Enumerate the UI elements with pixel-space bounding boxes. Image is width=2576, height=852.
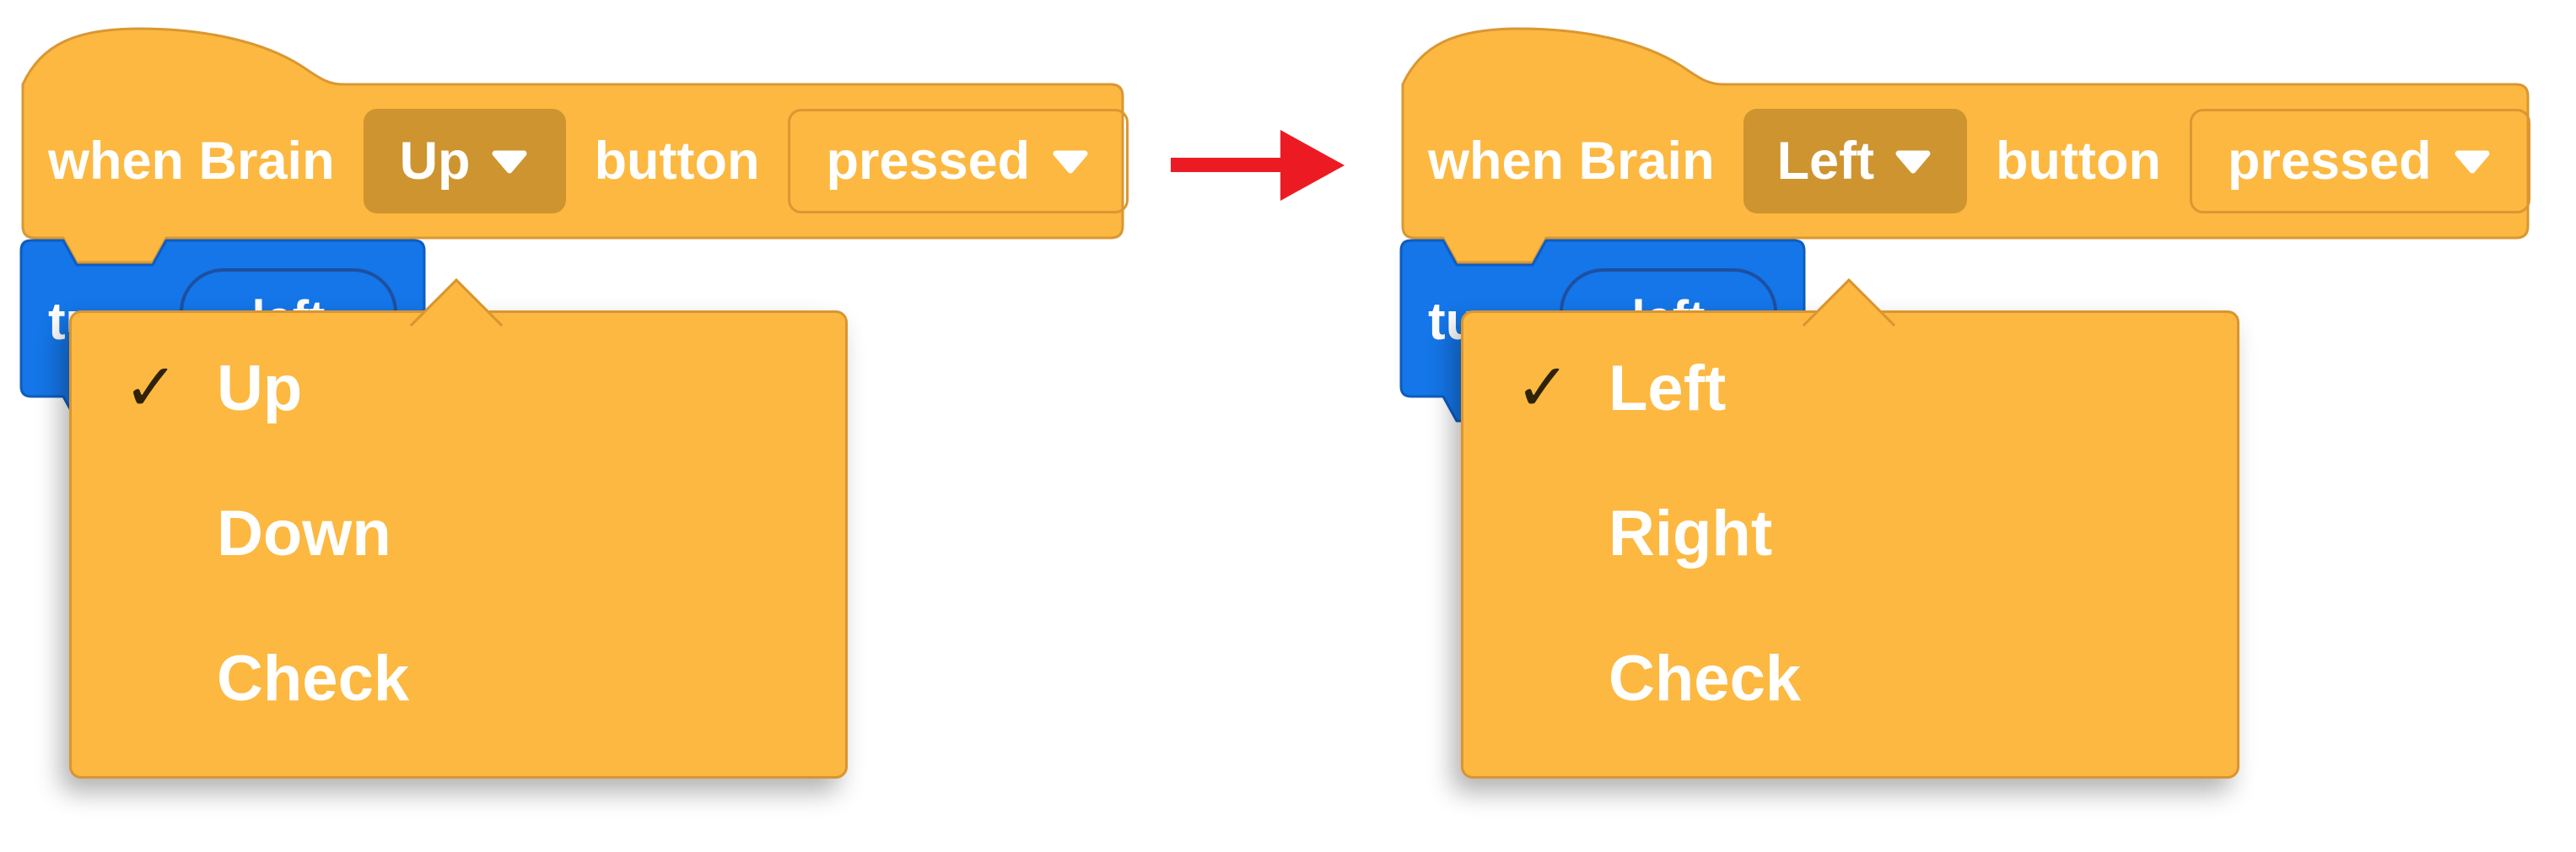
brain-button-dropdown-value: Up [399,132,471,191]
brain-button-dropdown-value: Left [1776,132,1875,191]
button-dropdown-menu: ✓ Up Down Check [69,310,848,779]
checkmark-icon: ✓ [123,350,179,426]
menu-item-check[interactable]: Check [217,642,410,714]
button-state-dropdown-value: pressed [826,132,1031,191]
button-state-dropdown[interactable]: pressed [788,109,1129,213]
button-state-dropdown[interactable]: pressed [2189,109,2530,213]
when-brain-label: when Brain [1428,132,1715,191]
menu-item-up[interactable]: ✓ Up [72,337,845,439]
when-brain-label: when Brain [48,132,335,191]
button-state-dropdown-value: pressed [2227,132,2432,191]
menu-item-right[interactable]: Right [1609,497,1773,569]
dropdown-caret-icon [1895,150,1931,174]
brain-button-dropdown[interactable]: Up [363,109,566,213]
menu-item-check[interactable]: Check [1609,642,1802,714]
dropdown-caret-icon [2455,150,2490,174]
button-dropdown-menu: ✓ Left Right Check [1461,310,2239,779]
button-label: button [594,132,760,191]
menu-item-left[interactable]: ✓ Left [1463,337,2237,439]
button-label: button [1996,132,2161,191]
brain-button-dropdown[interactable]: Left [1743,109,1968,213]
dropdown-caret-icon [1053,150,1088,174]
menu-item-down[interactable]: Down [217,497,391,569]
dropdown-caret-icon [492,150,527,174]
arrow-right-icon [1171,130,1345,201]
checkmark-icon: ✓ [1515,350,1571,426]
